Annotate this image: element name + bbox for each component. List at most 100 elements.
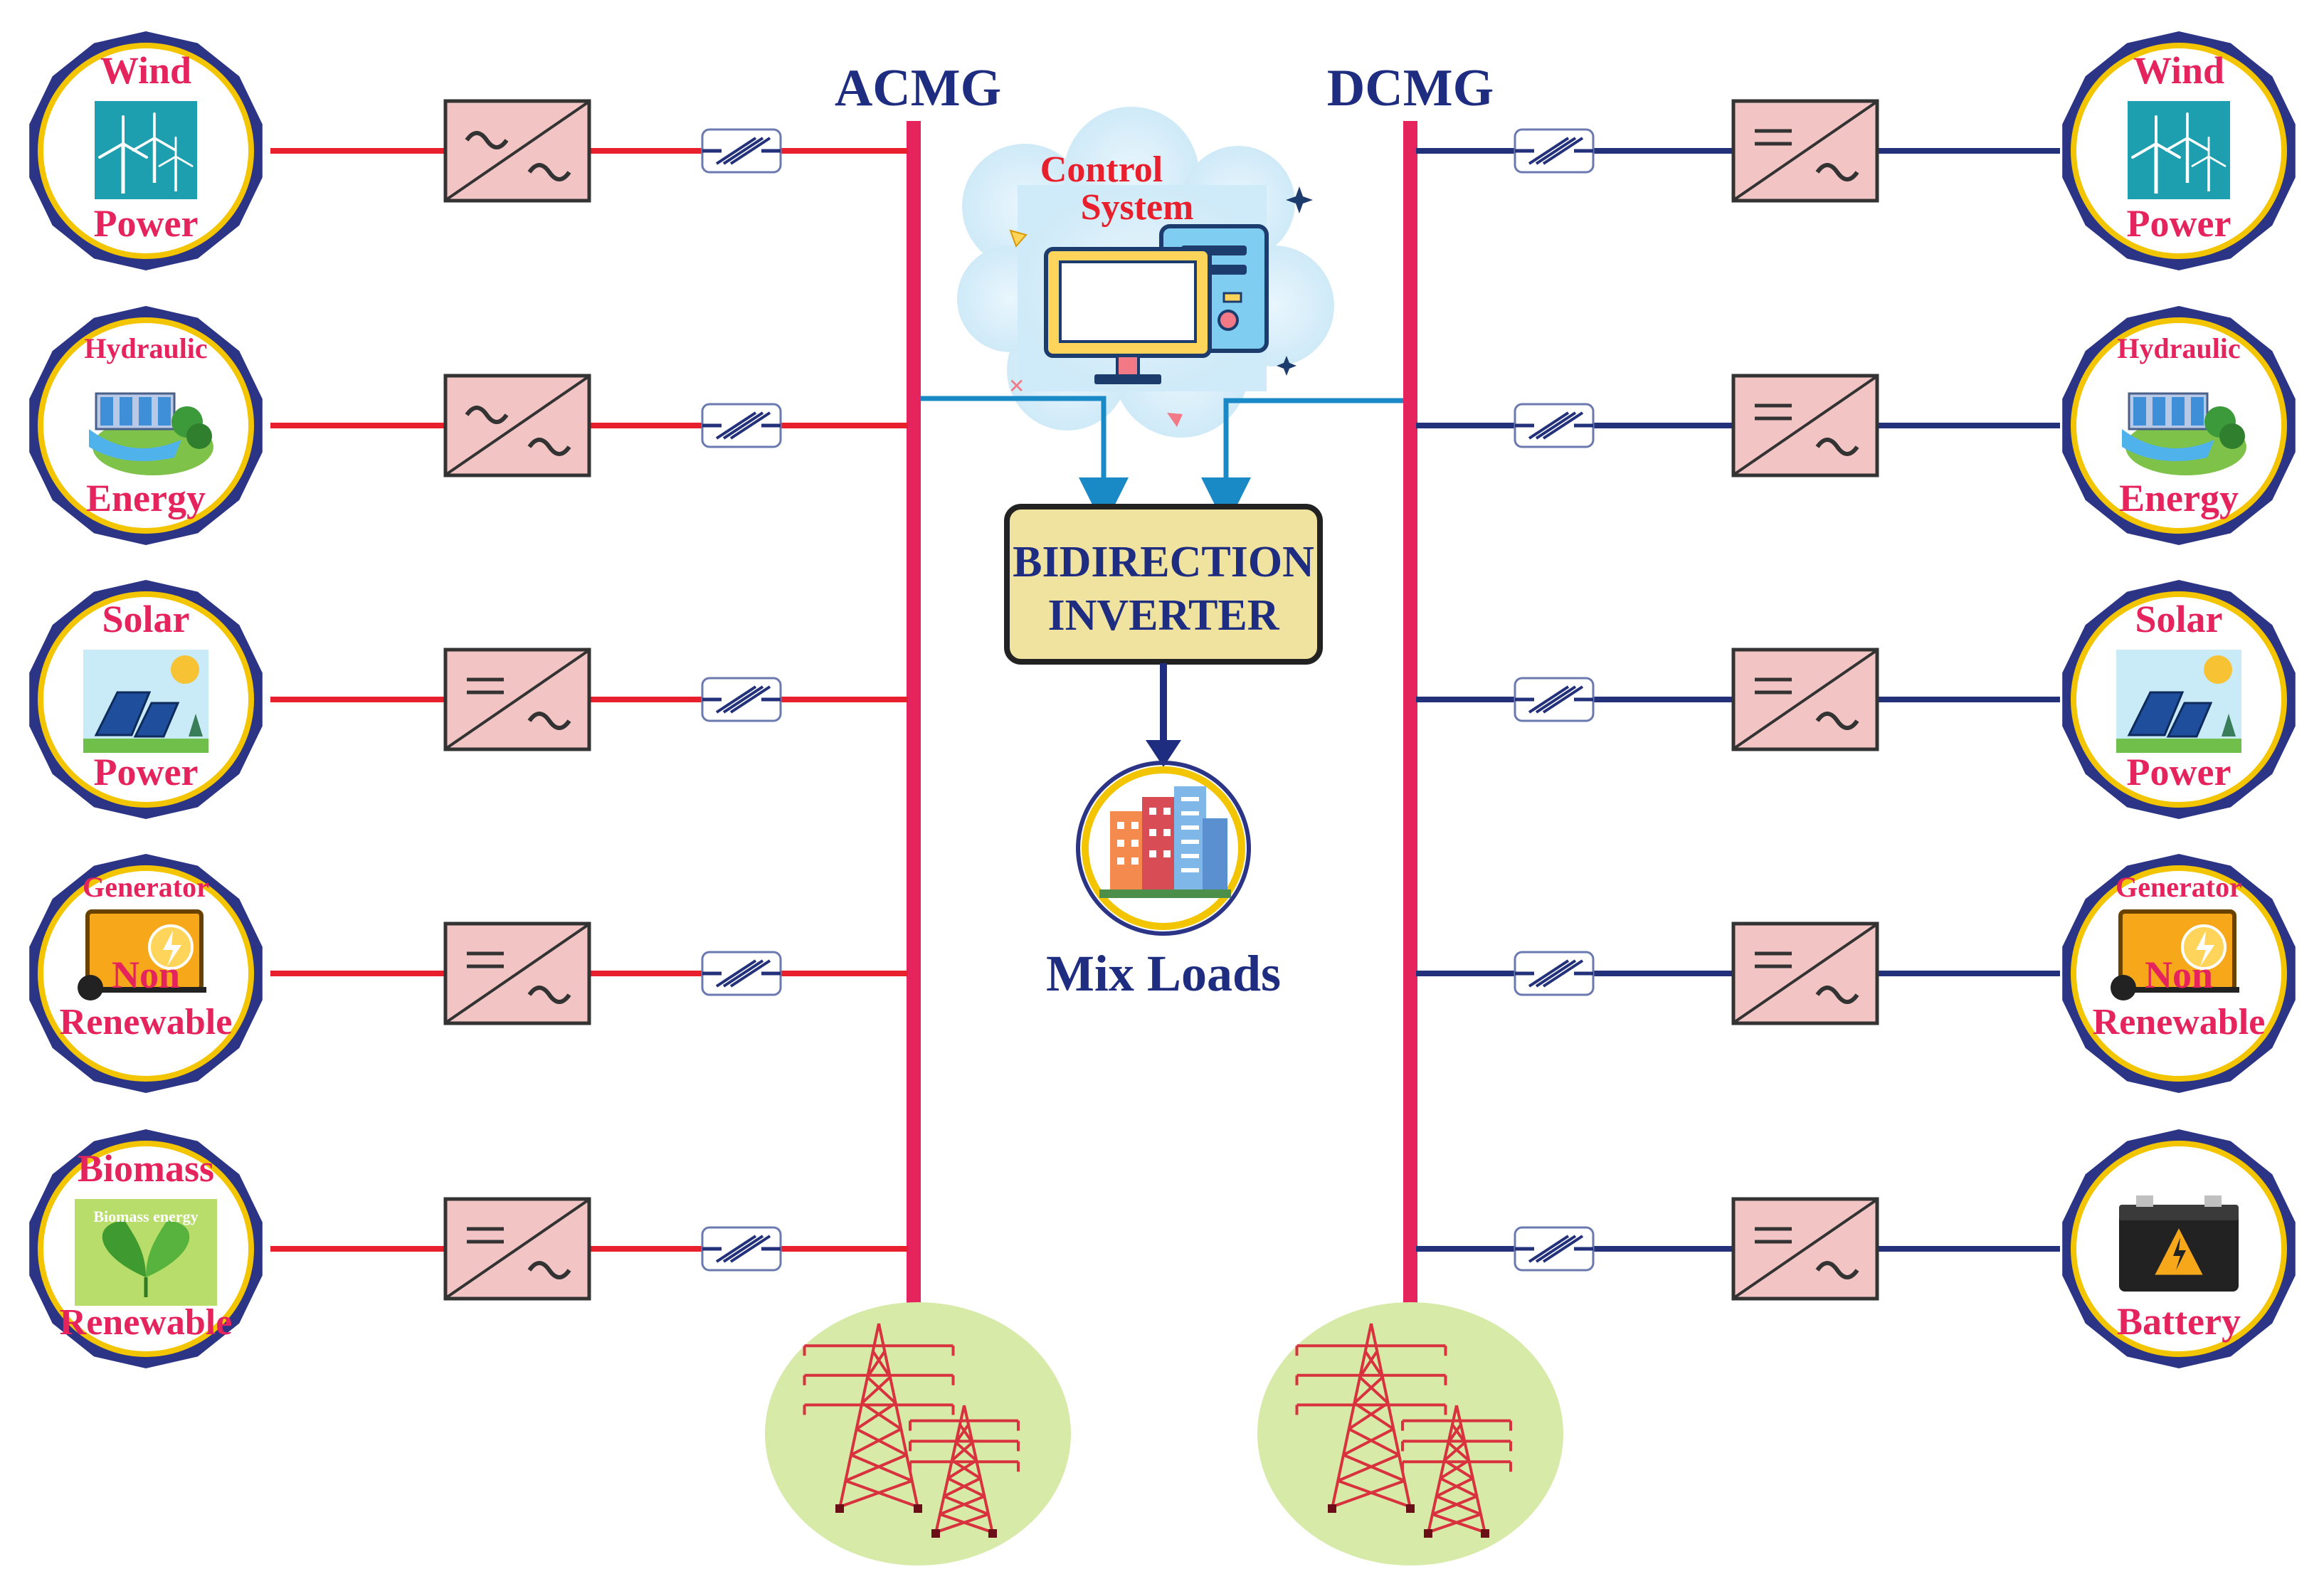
source-label-top: Hydraulic bbox=[84, 332, 207, 364]
wind-turbine-icon bbox=[95, 101, 197, 199]
transmission-tower-icon bbox=[1401, 1405, 1512, 1538]
mix-loads-label: Mix Loads bbox=[1046, 945, 1281, 1002]
biomass-leaf-icon bbox=[75, 1199, 217, 1306]
loads-arrow-head bbox=[1146, 740, 1181, 767]
acmg-title: ACMG bbox=[835, 59, 1001, 117]
source-label-bottom: Power bbox=[94, 751, 199, 793]
source-label-top: Wind bbox=[2133, 49, 2224, 92]
tower-structure bbox=[1295, 1323, 1447, 1509]
source-label-bottom: Renewable bbox=[2093, 1002, 2266, 1042]
transmission-tower-icon bbox=[803, 1323, 955, 1513]
sparkle-icon bbox=[1277, 356, 1296, 376]
solar-panel-icon bbox=[83, 650, 208, 753]
monitor-icon bbox=[1044, 247, 1212, 384]
transmission-tower-icon bbox=[909, 1405, 1020, 1538]
source-badge: Battery bbox=[2062, 1129, 2296, 1368]
hydro-dam-icon bbox=[89, 392, 213, 475]
inverter-label-line1: BIDIRECTION bbox=[1013, 538, 1314, 586]
battery-icon bbox=[2119, 1195, 2239, 1292]
breaker-switch bbox=[701, 403, 782, 448]
breaker-switch bbox=[701, 677, 782, 722]
sparkle-icon bbox=[1286, 186, 1313, 213]
dc-ac-converter bbox=[1731, 1197, 1879, 1301]
ac-ac-converter bbox=[443, 99, 591, 203]
dcmg-title: DCMG bbox=[1327, 59, 1494, 117]
mix-loads: Mix Loads bbox=[1046, 761, 1281, 1002]
source-label-bottom: Power bbox=[2127, 202, 2231, 245]
breaker-switch bbox=[1514, 403, 1595, 448]
source-label-bottom: Energy bbox=[86, 477, 206, 519]
breaker-switch bbox=[1514, 128, 1595, 174]
ac-bus bbox=[907, 121, 921, 1309]
control-label-line1: Control bbox=[1040, 149, 1163, 190]
sparkle-icon: ✕ bbox=[1008, 374, 1025, 398]
source-label-bottom: Battery bbox=[2117, 1300, 2241, 1343]
dc-ac-converter bbox=[1731, 99, 1879, 203]
dc-ac-converter bbox=[443, 1197, 591, 1301]
source-label-bottom: Power bbox=[2127, 751, 2231, 793]
breaker-switch bbox=[1514, 677, 1595, 722]
dc-ac-converter bbox=[443, 921, 591, 1025]
breaker-switch bbox=[1514, 951, 1595, 996]
source-label-middle: Non bbox=[2145, 954, 2213, 996]
source-label-bottom: Renewable bbox=[60, 1302, 233, 1343]
dc-ac-converter bbox=[1731, 648, 1879, 751]
source-label-bottom: Energy bbox=[2119, 477, 2239, 519]
dc-grid bbox=[1257, 1302, 1563, 1565]
generator-icon bbox=[78, 909, 206, 1000]
dc-source-row: Battery bbox=[1416, 1129, 2296, 1368]
wind-turbine-icon bbox=[2128, 101, 2230, 199]
source-label-bottom: Renewable bbox=[60, 1002, 233, 1042]
control-line-dc bbox=[1201, 398, 1403, 527]
transmission-tower-icon bbox=[1295, 1323, 1447, 1513]
biomass-icon-caption: Biomass energy bbox=[93, 1208, 198, 1225]
dc-source-rows: WindPowerHydraulicEnergySolarPowerGenera… bbox=[1416, 31, 2296, 1368]
source-label-top: Wind bbox=[100, 49, 191, 92]
sparkle-icon bbox=[1167, 413, 1183, 427]
tower-structure bbox=[803, 1323, 955, 1509]
control-line-ac bbox=[921, 396, 1129, 527]
source-label-middle: Non bbox=[112, 954, 180, 996]
control-system: Control System ✕ bbox=[957, 107, 1334, 438]
dc-bus bbox=[1403, 121, 1417, 1309]
solar-panel-icon bbox=[2116, 650, 2241, 753]
source-label-top: Hydraulic bbox=[2117, 332, 2240, 364]
dc-ac-converter bbox=[443, 648, 591, 751]
breaker-switch bbox=[701, 1226, 782, 1272]
grid-ellipse bbox=[765, 1302, 1071, 1565]
tower-structure bbox=[909, 1405, 1020, 1534]
breaker-switch bbox=[701, 128, 782, 174]
breaker-switch bbox=[701, 951, 782, 996]
grid-ellipse bbox=[1257, 1302, 1563, 1565]
source-label-bottom: Power bbox=[94, 202, 199, 245]
dc-ac-converter bbox=[1731, 921, 1879, 1025]
city-buildings-icon bbox=[1099, 786, 1231, 898]
hydro-dam-icon bbox=[2122, 392, 2246, 475]
ac-grid bbox=[765, 1302, 1071, 1565]
source-label-top: Solar bbox=[102, 598, 189, 640]
source-label-top: Generator bbox=[2116, 871, 2242, 903]
dc-ac-converter bbox=[1731, 374, 1879, 477]
inverter-label-line2: INVERTER bbox=[1047, 591, 1279, 640]
tower-structure bbox=[1401, 1405, 1512, 1534]
bidirection-inverter: BIDIRECTION INVERTER bbox=[1004, 504, 1323, 665]
source-label-top: Biomass bbox=[78, 1147, 214, 1190]
